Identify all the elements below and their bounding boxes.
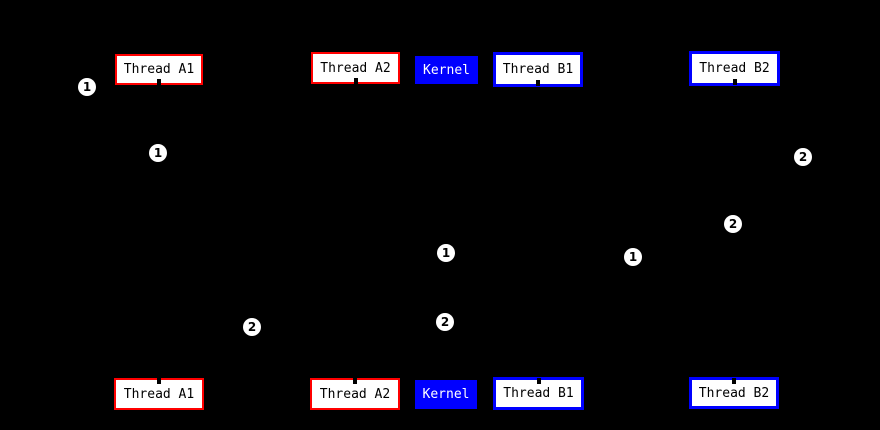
lifeline-tick [732,378,736,384]
participant-box-kernel-bottom: Kernel [415,380,477,409]
sequence-number-badge-7: 2 [436,313,454,331]
sequence-number-badge-1: 1 [78,78,96,96]
sequence-number-badge-2: 1 [149,144,167,162]
sequence-number-badge-3: 2 [794,148,812,166]
participant-box-thread-b2-bottom: Thread B2 [689,377,779,409]
lifeline-tick [157,378,161,384]
participant-box-thread-b1-bottom: Thread B1 [493,377,584,410]
lifeline-tick [353,78,358,84]
lifeline-tick [157,79,161,85]
participant-box-kernel-top: Kernel [415,56,478,84]
participant-label-thread-a1: Thread A1 [123,62,195,77]
sequence-number-badge-8: 2 [243,318,261,336]
participant-box-thread-a1-bottom: Thread A1 [114,378,204,410]
participant-label-thread-a2: Thread A2 [319,386,391,402]
participant-box-thread-a2-top: Thread A2 [311,52,400,84]
participant-box-thread-b2-top: Thread B2 [689,51,780,86]
participant-label-kernel: Kernel [422,387,470,402]
participant-label-thread-b2: Thread B2 [698,385,770,401]
participant-label-thread-b1: Thread B1 [503,386,574,401]
participant-label-thread-b1: Thread B1 [502,62,574,77]
participant-label-kernel: Kernel [423,62,470,78]
lifeline-tick [536,378,541,384]
participant-label-thread-b2: Thread B2 [699,61,770,76]
participant-label-thread-a1: Thread A1 [123,386,195,402]
lifeline-tick [732,79,737,85]
lifeline-tick [353,378,357,384]
participant-label-thread-a2: Thread A2 [320,60,391,76]
sequence-number-badge-5: 1 [437,244,455,262]
sequence-number-badge-4: 2 [724,215,742,233]
sequence-number-badge-6: 1 [624,248,642,266]
participant-box-thread-a1-top: Thread A1 [115,54,203,85]
lifeline-tick [536,80,540,86]
participant-box-thread-b1-top: Thread B1 [493,52,583,87]
participant-box-thread-a2-bottom: Thread A2 [310,378,400,410]
